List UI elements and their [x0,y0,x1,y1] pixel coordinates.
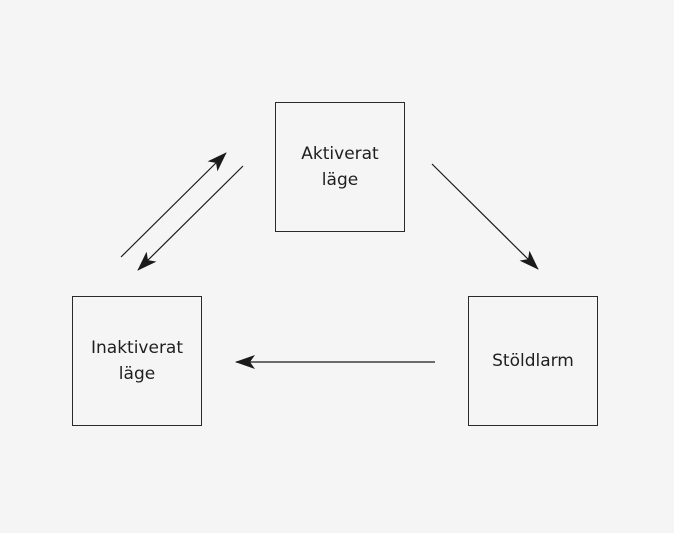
arrow-inactive-to-activated [120,152,227,258]
state-inactive-mode: Inaktiverat läge [72,296,202,426]
state-theft-alarm: Stöldlarm [468,296,598,426]
state-alarm-label: Stöldlarm [492,348,574,374]
state-inactive-label: Inaktiverat läge [91,335,183,387]
state-inactive-line2: läge [118,364,156,384]
state-alarm-line1: Stöldlarm [492,351,574,371]
arrow-activated-to-alarm [431,163,539,270]
state-activated-mode: Aktiverat läge [275,102,405,232]
state-activated-label: Aktiverat läge [301,141,378,193]
state-inactive-line1: Inaktiverat [90,338,184,358]
arrow-activated-to-inactive [137,165,244,271]
state-activated-line1: Aktiverat [301,144,379,164]
state-activated-line2: läge [321,170,359,190]
